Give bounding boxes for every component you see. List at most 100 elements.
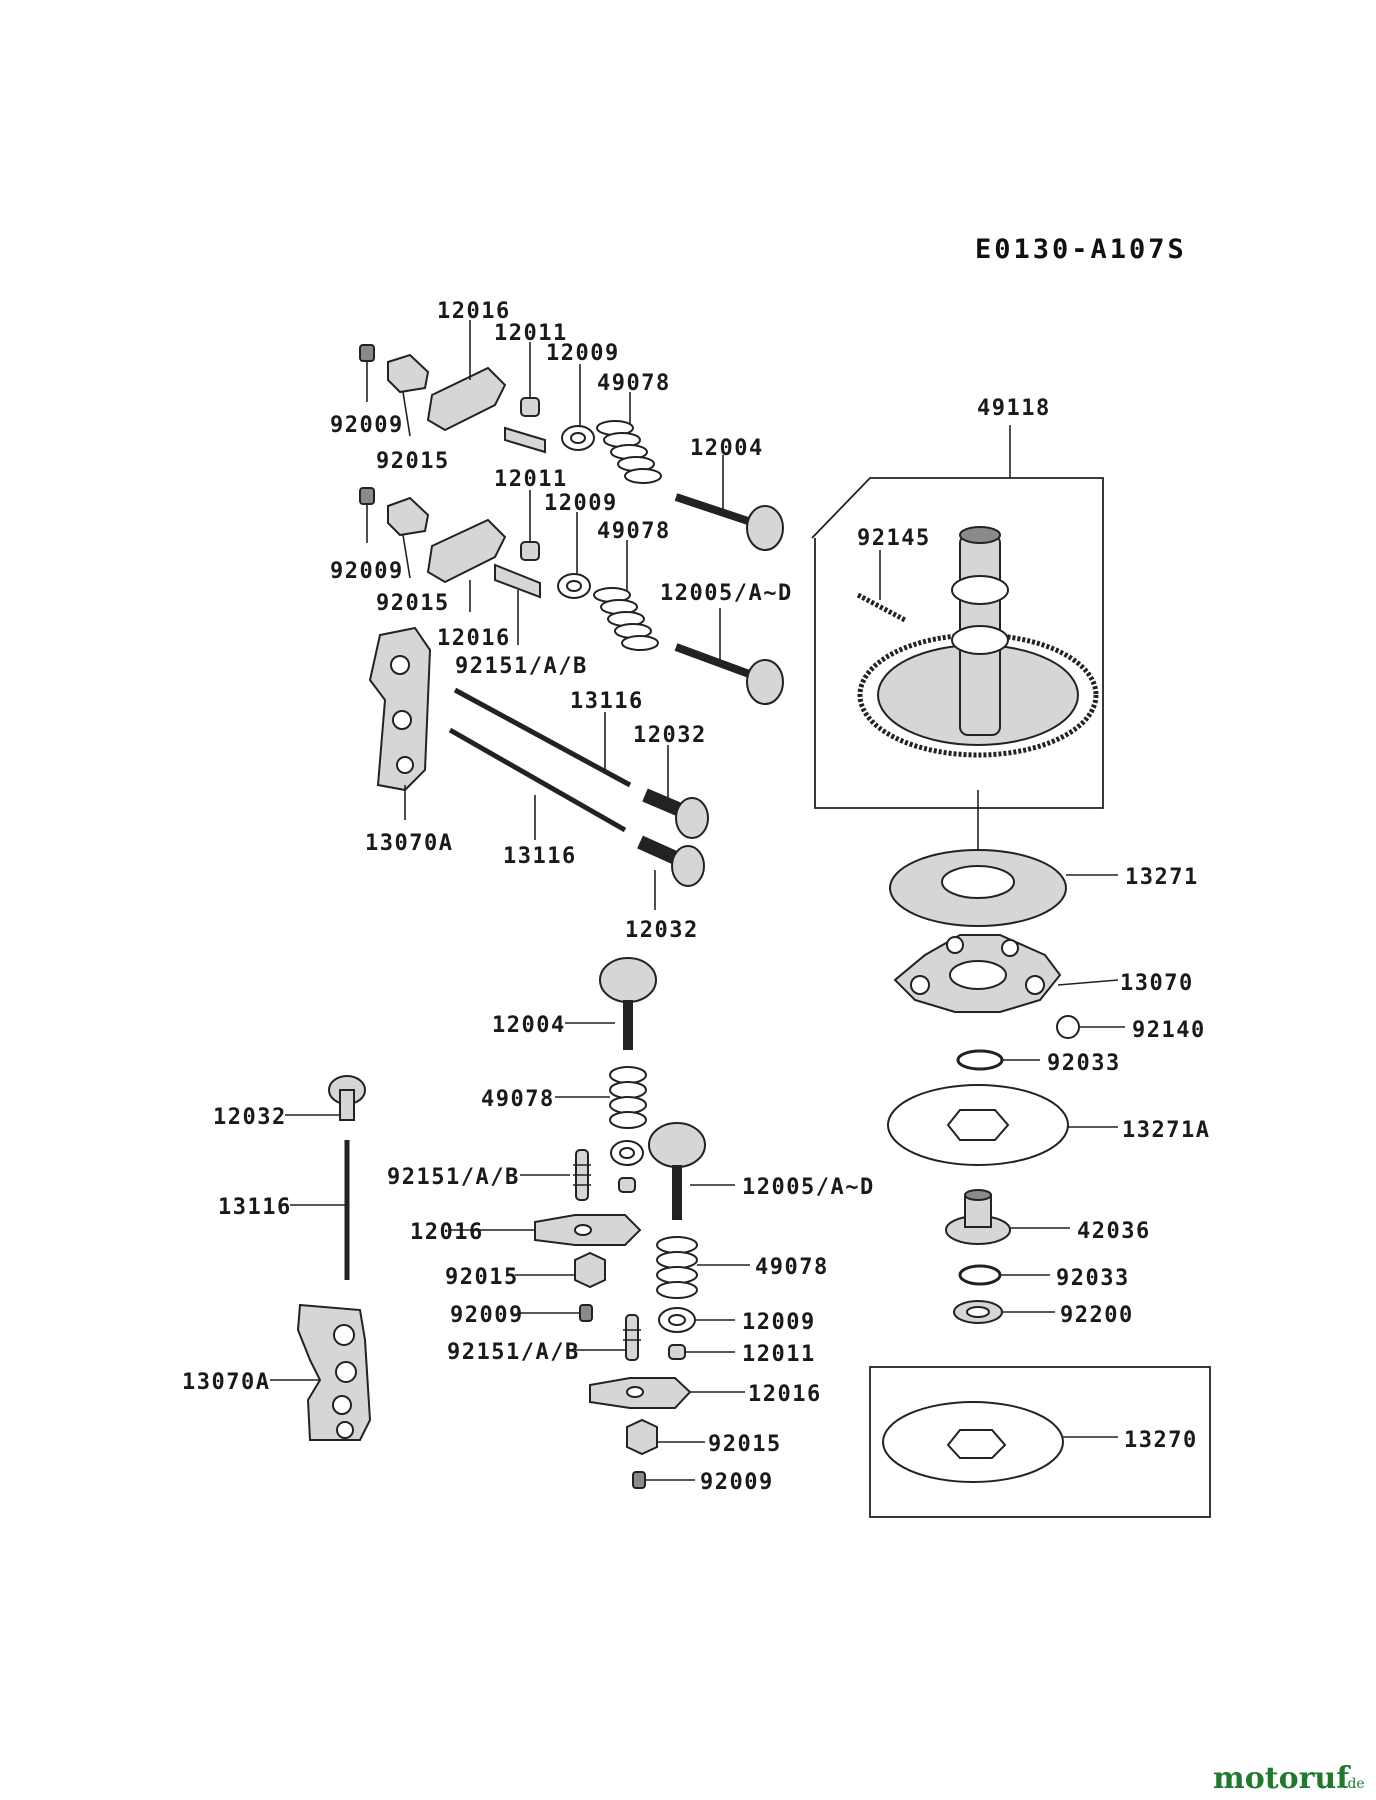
cup-13271A — [887, 1084, 1069, 1166]
label-13116-a: 13116 — [570, 689, 644, 714]
label-13070A-b: 13070A — [182, 1370, 270, 1395]
stud-92151-c — [623, 1314, 641, 1361]
sleeve-42036 — [945, 1189, 1011, 1245]
stud-92151-b — [573, 1149, 591, 1201]
label-92015-c: 92015 — [445, 1265, 519, 1290]
valve-12005-a — [674, 643, 784, 705]
valve-spring-49078-c — [609, 1066, 647, 1129]
box-13270 — [869, 1366, 1211, 1518]
diagram-code: E0130-A107S — [975, 234, 1187, 265]
label-92009-d: 92009 — [700, 1470, 774, 1495]
label-92009-c: 92009 — [450, 1303, 524, 1328]
upper-rocker-assembly-2 — [359, 487, 784, 705]
clip-92033-b — [958, 1264, 1002, 1286]
spring-92145 — [856, 592, 907, 623]
nut-92015-a — [387, 353, 430, 394]
label-13116-b: 13116 — [503, 844, 577, 869]
watermark-brand: motoruf — [1213, 1761, 1351, 1796]
label-92015-d: 92015 — [708, 1432, 782, 1457]
tappet-12032-a — [642, 788, 709, 839]
pivot-12011-c — [668, 1344, 686, 1360]
label-12011-c: 12011 — [742, 1342, 816, 1367]
label-12016-c: 12016 — [410, 1220, 484, 1245]
label-42036: 42036 — [1077, 1219, 1151, 1244]
governor-plate-13070 — [893, 934, 1062, 1013]
label-12009-b: 12009 — [544, 491, 618, 516]
label-13116-c: 13116 — [218, 1195, 292, 1220]
washer-13271 — [889, 849, 1067, 927]
label-12011-b: 12011 — [494, 467, 568, 492]
label-92009-a: 92009 — [330, 413, 404, 438]
nut-92015-c — [574, 1251, 606, 1289]
push-rod-13116-b — [448, 727, 627, 833]
label-13270: 13270 — [1124, 1428, 1198, 1453]
nut-92015-b — [387, 496, 430, 537]
label-12011-a: 12011 — [494, 321, 568, 346]
camshaft-box-49118 — [811, 425, 1104, 860]
rocker-arm-12016-c — [534, 1214, 642, 1246]
cup-13270 — [882, 1401, 1064, 1483]
label-12016-d: 12016 — [748, 1382, 822, 1407]
label-92145: 92145 — [857, 526, 931, 551]
watermark-suffix: .de — [1343, 1776, 1365, 1792]
plate-13070A-b — [296, 1303, 372, 1441]
label-12032-b: 12032 — [625, 918, 699, 943]
label-12004-a: 12004 — [690, 436, 764, 461]
label-13070: 13070 — [1120, 971, 1194, 996]
valve-spring-49078-b — [593, 587, 659, 651]
clip-92033-a — [956, 1049, 1004, 1071]
nut-92015-d — [626, 1418, 658, 1456]
tappet-12032-c — [328, 1075, 366, 1121]
label-92015-a: 92015 — [376, 449, 450, 474]
ball-92140 — [1056, 1015, 1080, 1039]
label-12032-c: 12032 — [213, 1105, 287, 1130]
label-49078-a: 49078 — [597, 371, 671, 396]
set-screw-92009-d — [632, 1471, 646, 1489]
label-12005-a: 12005/A~D — [660, 581, 793, 606]
valve-12004-a — [674, 493, 784, 551]
label-92033-a: 92033 — [1047, 1051, 1121, 1076]
label-12016-a: 12016 — [437, 299, 511, 324]
label-49078-d: 49078 — [755, 1255, 829, 1280]
label-12005-b: 12005/A~D — [742, 1175, 875, 1200]
valve-spring-49078-d — [656, 1236, 698, 1299]
label-49118: 49118 — [977, 396, 1051, 421]
set-screw-92009-a — [359, 344, 375, 362]
label-13070A-a: 13070A — [365, 831, 453, 856]
tappet-12032-b — [637, 835, 705, 887]
label-92151-c: 92151/A/B — [447, 1340, 580, 1365]
label-12016-b: 12016 — [437, 626, 511, 651]
label-92140: 92140 — [1132, 1018, 1206, 1043]
pivot-12011-b — [520, 541, 540, 561]
rocker-arm-12016-d — [589, 1377, 692, 1409]
label-92151-a: 92151/A/B — [455, 654, 588, 679]
label-92151-b: 92151/A/B — [387, 1165, 520, 1190]
valve-12005-b — [648, 1122, 706, 1220]
label-13271: 13271 — [1125, 865, 1199, 890]
label-12009-a: 12009 — [546, 341, 620, 366]
label-49078-b: 49078 — [597, 519, 671, 544]
pivot-12011-d — [618, 1177, 636, 1193]
rocker-arm-12016-b — [426, 518, 507, 584]
valve-spring-49078-a — [596, 420, 662, 484]
label-92033-b: 92033 — [1056, 1266, 1130, 1291]
label-12004-b: 12004 — [492, 1013, 566, 1038]
set-screw-92009-c — [579, 1304, 593, 1322]
label-92009-b: 92009 — [330, 559, 404, 584]
set-screw-92009-b — [359, 487, 375, 505]
pivot-12011-a — [520, 397, 540, 417]
watermark-logo: motoruf .de — [1213, 1761, 1365, 1796]
rocker-arm-12016-a — [426, 366, 507, 432]
label-12032-a: 12032 — [633, 723, 707, 748]
label-92015-b: 92015 — [376, 591, 450, 616]
push-rod-13116-a — [453, 687, 632, 788]
upper-rocker-assembly-1 — [359, 320, 784, 551]
stud-92151-a — [504, 426, 546, 454]
valve-12004-b — [599, 957, 657, 1050]
label-92200: 92200 — [1060, 1303, 1134, 1328]
stud-92151-b — [494, 563, 541, 599]
label-13271A: 13271A — [1122, 1118, 1210, 1143]
label-12009-c: 12009 — [742, 1310, 816, 1335]
label-49078-c: 49078 — [481, 1087, 555, 1112]
